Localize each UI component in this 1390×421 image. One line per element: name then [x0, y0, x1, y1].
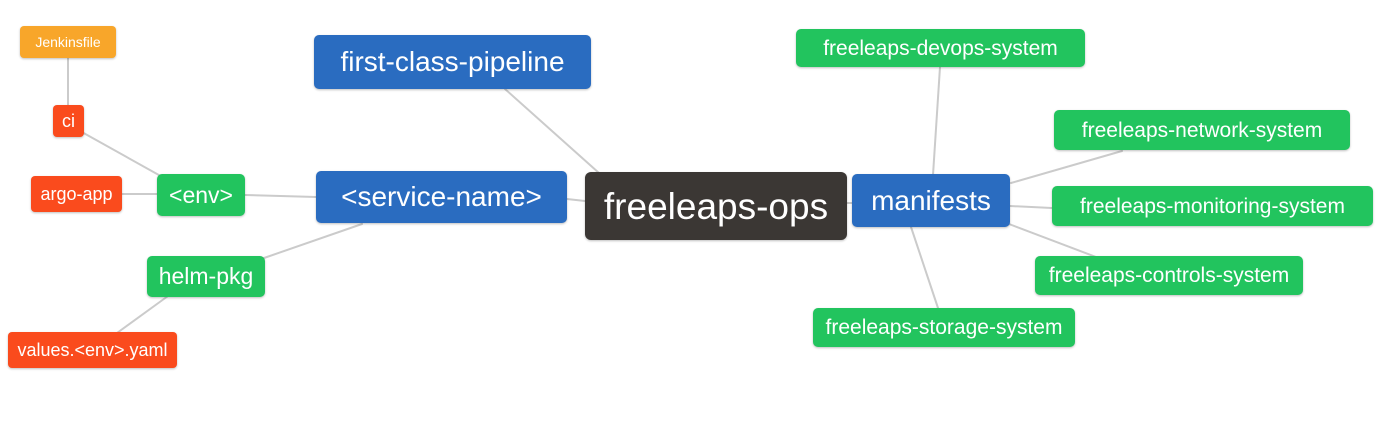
- node-manifests[interactable]: manifests: [852, 174, 1010, 227]
- edge-service-name-root: [566, 198, 586, 202]
- edge-values-helm-pkg: [116, 295, 169, 334]
- node-freeleaps-network-system[interactable]: freeleaps-network-system: [1054, 110, 1350, 150]
- edge-manifests-devops: [932, 66, 941, 176]
- node-freeleaps-ops-root[interactable]: freeleaps-ops: [585, 172, 847, 240]
- node-freeleaps-monitoring-system[interactable]: freeleaps-monitoring-system: [1052, 186, 1373, 226]
- node-ci[interactable]: ci: [53, 105, 84, 137]
- node-argo-app[interactable]: argo-app: [31, 176, 122, 212]
- edge-env-service-name: [244, 194, 317, 198]
- node-first-class-pipeline[interactable]: first-class-pipeline: [314, 35, 591, 89]
- node-freeleaps-controls-system[interactable]: freeleaps-controls-system: [1035, 256, 1303, 295]
- edge-manifests-monitoring: [1009, 205, 1053, 209]
- edge-pipeline-root: [504, 88, 600, 174]
- node-service-name[interactable]: <service-name>: [316, 171, 567, 223]
- node-freeleaps-storage-system[interactable]: freeleaps-storage-system: [813, 308, 1075, 347]
- node-values-env-yaml[interactable]: values.<env>.yaml: [8, 332, 177, 368]
- node-helm-pkg[interactable]: helm-pkg: [147, 256, 265, 297]
- edge-helm-pkg-service-name: [263, 223, 363, 259]
- edge-manifests-storage: [910, 226, 939, 309]
- edge-manifests-controls: [1008, 223, 1097, 258]
- node-freeleaps-devops-system[interactable]: freeleaps-devops-system: [796, 29, 1085, 67]
- node-jenkinsfile[interactable]: Jenkinsfile: [20, 26, 116, 58]
- edge-ci-env: [79, 130, 167, 180]
- edge-manifests-network: [1010, 150, 1123, 184]
- node-env[interactable]: <env>: [157, 174, 245, 216]
